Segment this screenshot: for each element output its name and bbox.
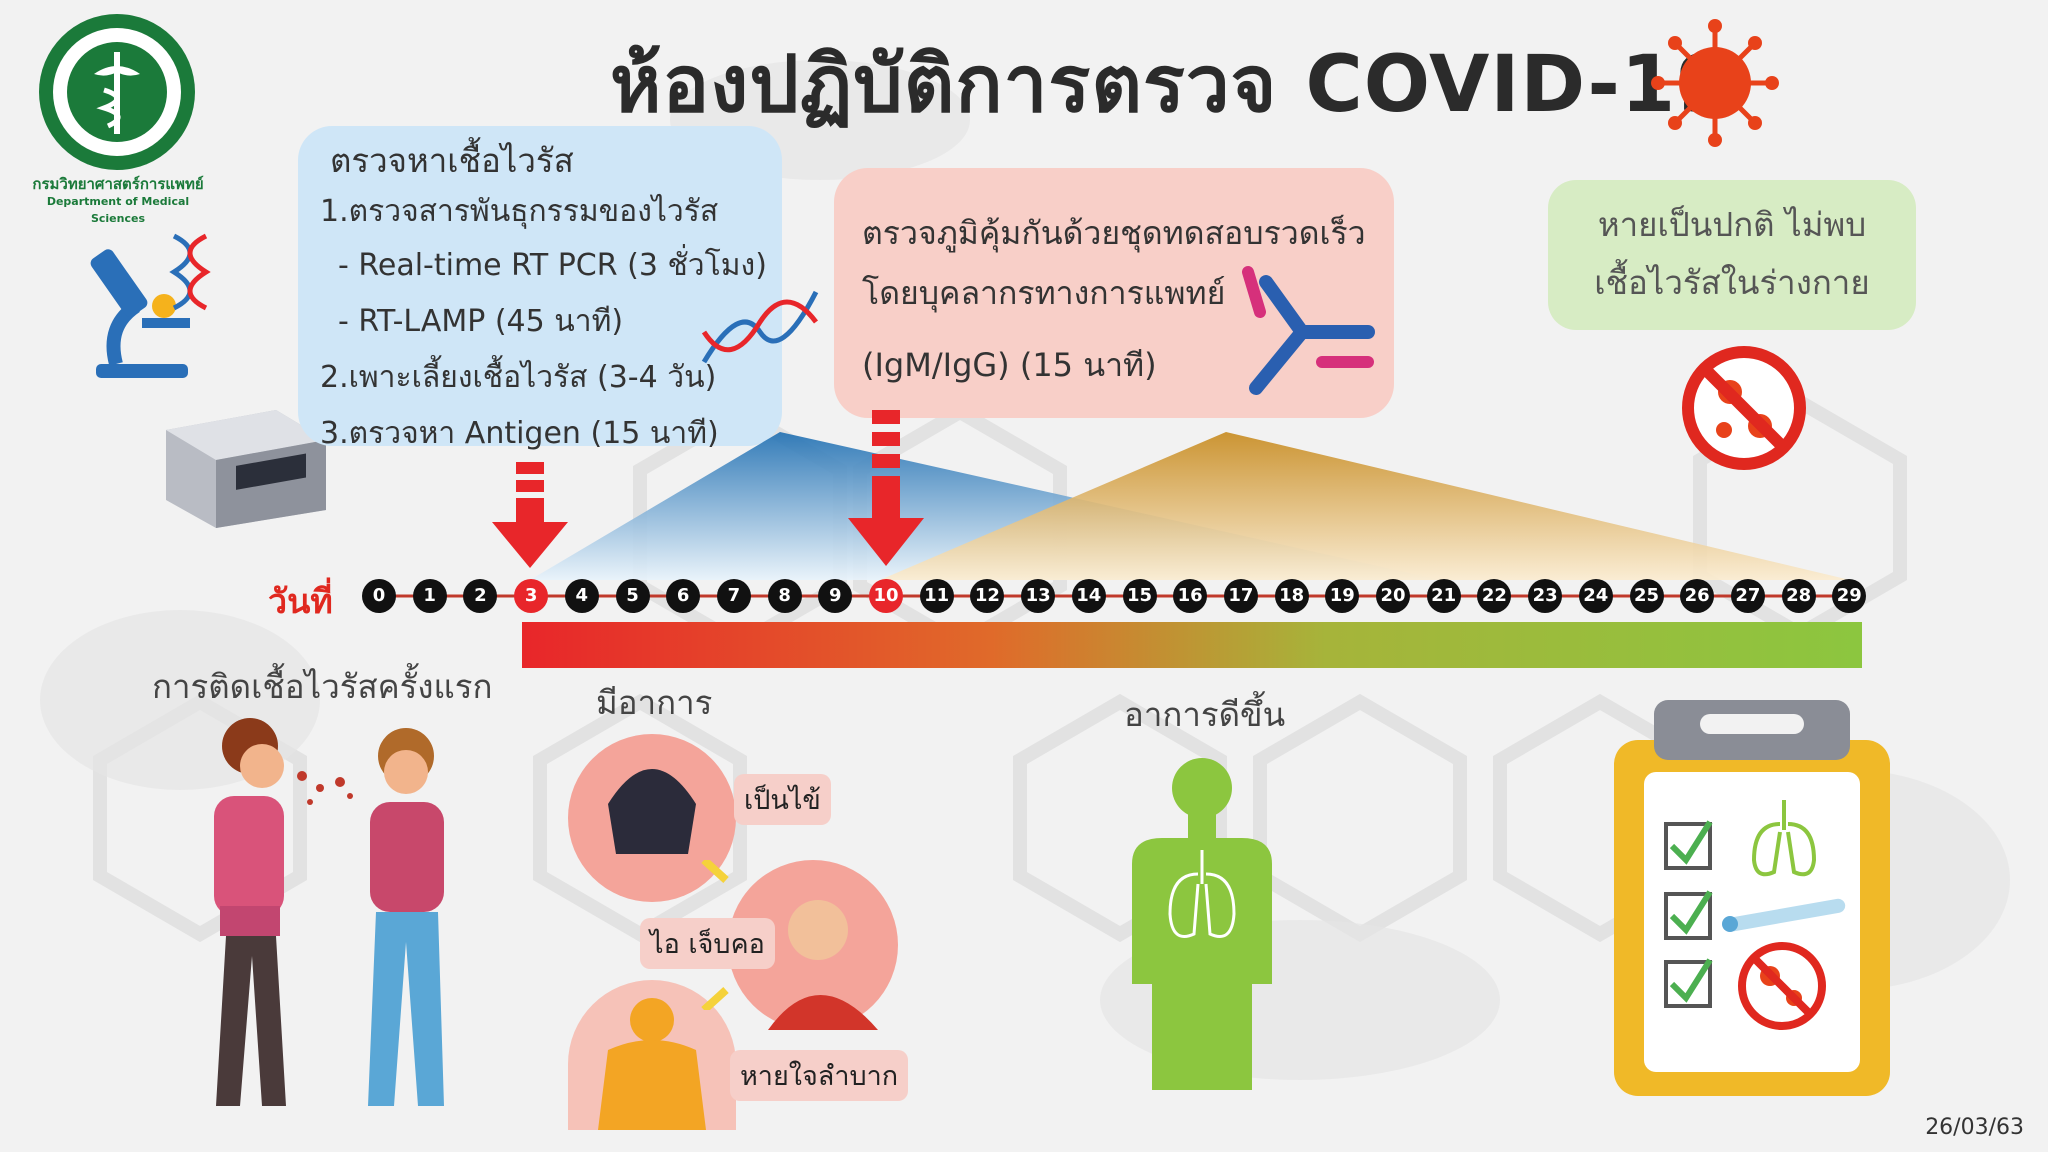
antibody-icon (1232, 262, 1382, 402)
day-marker: 26 (1680, 579, 1715, 613)
day-marker: 18 (1274, 579, 1309, 613)
logo-caption-en: Department of Medical Sciences (46, 195, 190, 225)
no-virus-icon (1680, 344, 1808, 472)
virus-detection-box (298, 126, 782, 446)
day-marker: 24 (1578, 579, 1613, 613)
day-marker: 19 (1325, 579, 1360, 613)
virus-icon (1650, 18, 1780, 148)
check-icon (1664, 820, 1713, 1008)
symptoms-label: มีอาการ (596, 683, 713, 722)
day-marker: 16 (1173, 579, 1208, 613)
symptom-fever: เป็นไข้ (734, 774, 831, 825)
dna-icon (168, 232, 212, 312)
symptom-breath-image (568, 980, 736, 1130)
microscope-icon (86, 236, 196, 386)
virus-detection-item1a: - Real-time RT PCR (3 ชั่วโมง) (338, 248, 767, 283)
arrow-down-icon (492, 462, 568, 570)
recovered-box (1548, 180, 1916, 330)
day-marker: 12 (970, 579, 1005, 613)
day-marker: 8 (767, 579, 802, 613)
day-marker: 3 (514, 579, 549, 613)
recovered-line1: หายเป็นปกติ ไม่พบ (1597, 205, 1867, 244)
symptom-cough-image (728, 860, 898, 1030)
day-marker: 0 (362, 579, 396, 613)
logo-caption: กรมวิทยาศาสตร์การแพทย์ Department of Med… (18, 176, 218, 227)
day-marker: 25 (1629, 579, 1664, 613)
antibody-test-line3: (IgM/IgG) (15 นาที) (862, 346, 1157, 384)
arrow-down-icon (848, 410, 924, 570)
day-marker: 28 (1781, 579, 1816, 613)
virus-detection-item1: 1.ตรวจสารพันธุกรรมของไวรัส (320, 194, 719, 229)
recovered-line2: เชื้อไวรัสในร่างกาย (1594, 263, 1870, 302)
day-marker: 27 (1730, 579, 1765, 613)
day-marker: 29 (1832, 579, 1867, 613)
clipboard-icon (1614, 700, 1890, 1096)
day-marker: 5 (615, 579, 650, 613)
day-marker: 11 (919, 579, 954, 613)
day-marker: 20 (1376, 579, 1410, 613)
thermometer-icon (1722, 898, 1846, 932)
day-marker: 22 (1477, 579, 1512, 613)
day-marker: 17 (1223, 579, 1258, 613)
day-marker: 1 (412, 579, 447, 613)
day-marker: 9 (818, 579, 853, 613)
logo-caption-th: กรมวิทยาศาสตร์การแพทย์ (32, 175, 204, 193)
day-marker: 2 (463, 579, 498, 613)
first-infection-label: การติดเชื้อไวรัสครั้งแรก (152, 667, 493, 706)
day-marker: 6 (666, 579, 701, 613)
virus-detection-item1b: - RT-LAMP (45 นาที) (338, 304, 624, 339)
day-marker: 10 (869, 579, 903, 613)
day-marker: 21 (1426, 579, 1461, 613)
antibody-test-line2: โดยบุคลากรทางการแพทย์ (862, 274, 1226, 312)
infection-illustration (190, 706, 490, 1126)
antibody-test-line1: ตรวจภูมิคุ้มกันด้วยชุดทดสอบรวดเร็ว (862, 214, 1366, 252)
page-title: ห้องปฏิบัติการตรวจ COVID-19 (610, 40, 1732, 130)
symptom-fever-image (568, 734, 736, 902)
virus-detection-heading: ตรวจหาเชื้อไวรัส (330, 141, 574, 180)
pcr-machine-icon (156, 400, 336, 530)
no-virus-icon (1738, 942, 1826, 1030)
day-marker: 15 (1122, 579, 1157, 613)
date-stamp: 26/03/63 (1925, 1115, 2024, 1140)
day-marker: 7 (716, 579, 751, 613)
virus-detection-item2: 2.เพาะเลี้ยงเชื้อไวรัส (3-4 วัน) (320, 360, 717, 395)
dna-icon (700, 282, 820, 372)
day-marker: 23 (1528, 579, 1563, 613)
ministry-logo (34, 12, 200, 172)
day-marker: 13 (1021, 579, 1056, 613)
lungs-icon (1751, 800, 1817, 877)
antibody-test-box (834, 168, 1394, 418)
symptom-breath: หายใจลำบาก (730, 1050, 909, 1101)
timeline-label: วันที่ (268, 582, 333, 622)
improving-label: อาการดีขึ้น (1124, 695, 1286, 734)
symptom-cough: ไอ เจ็บคอ (640, 918, 775, 969)
symptom-connector (700, 857, 730, 1013)
day-marker: 14 (1071, 579, 1106, 613)
virus-detection-item3: 3.ตรวจหา Antigen (15 นาที) (320, 416, 719, 451)
lungs-icon (1168, 850, 1236, 938)
body-icon (1122, 754, 1282, 1090)
day-marker: 4 (564, 579, 599, 613)
